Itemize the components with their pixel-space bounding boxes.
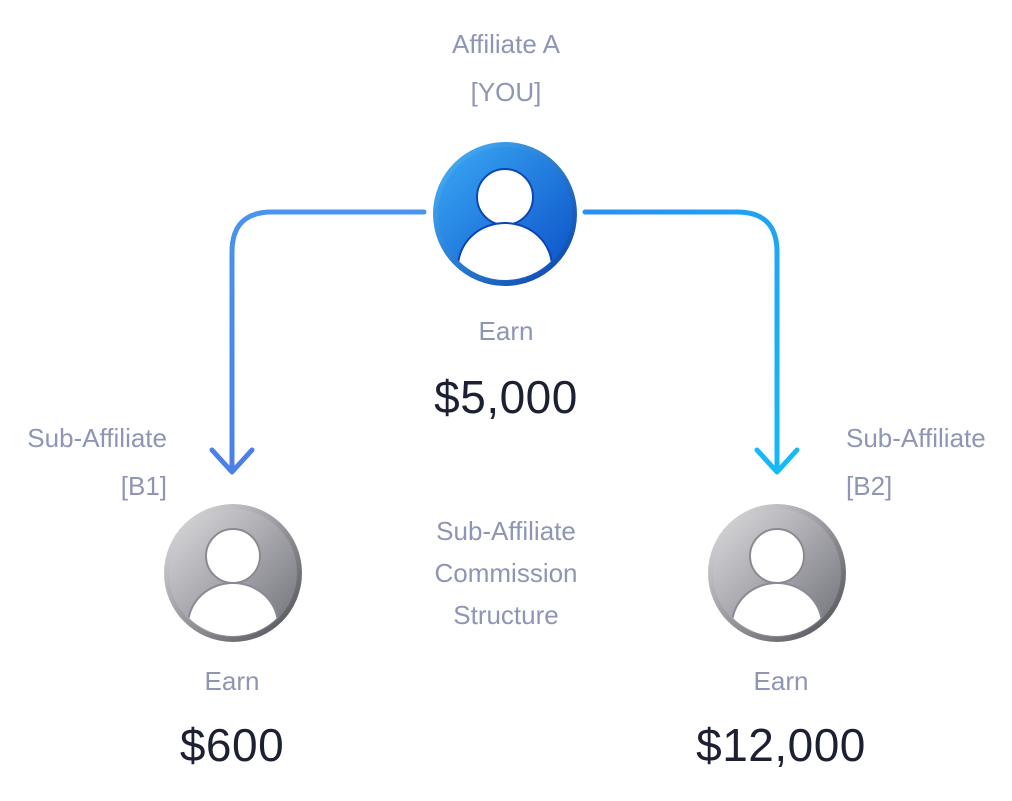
sub-affiliate-b2-label: Sub-Affiliate [B2] <box>846 414 986 510</box>
affiliate-a-earn-label: Earn <box>478 316 534 346</box>
sub-affiliate-b1-amount: $600 <box>179 719 285 771</box>
sub-affiliate-b1-name: Sub-Affiliate <box>27 423 167 453</box>
arrow-to-b1 <box>209 209 427 475</box>
affiliate-a-name: Affiliate A <box>452 29 560 59</box>
sub-affiliate-b1-earn-label: Earn <box>204 666 260 696</box>
diagram-caption: Sub-Affiliate Commission Structure <box>434 510 577 636</box>
sub-affiliate-b1-role: [B1] <box>120 471 167 501</box>
affiliate-a-label: Affiliate A [YOU] <box>452 20 560 116</box>
sub-affiliate-b2-name: Sub-Affiliate <box>846 423 986 453</box>
caption-line-3: Structure <box>453 600 559 630</box>
affiliate-a-amount: $5,000 <box>434 371 578 423</box>
sub-affiliate-b2-earn-label: Earn <box>753 666 809 696</box>
sub-affiliate-b2-amount: $12,000 <box>696 719 866 771</box>
caption-line-1: Sub-Affiliate <box>436 516 576 546</box>
sub-affiliate-b1-label: Sub-Affiliate [B1] <box>0 414 167 510</box>
sub-affiliate-b1-avatar-icon <box>164 504 302 642</box>
arrow-to-b2 <box>582 209 800 475</box>
sub-affiliate-b2-avatar-icon <box>708 504 846 642</box>
affiliate-a-role: [YOU] <box>470 77 542 107</box>
affiliate-a-avatar-icon <box>433 142 577 286</box>
caption-line-2: Commission <box>434 558 578 588</box>
sub-affiliate-b2-role: [B2] <box>846 471 893 501</box>
